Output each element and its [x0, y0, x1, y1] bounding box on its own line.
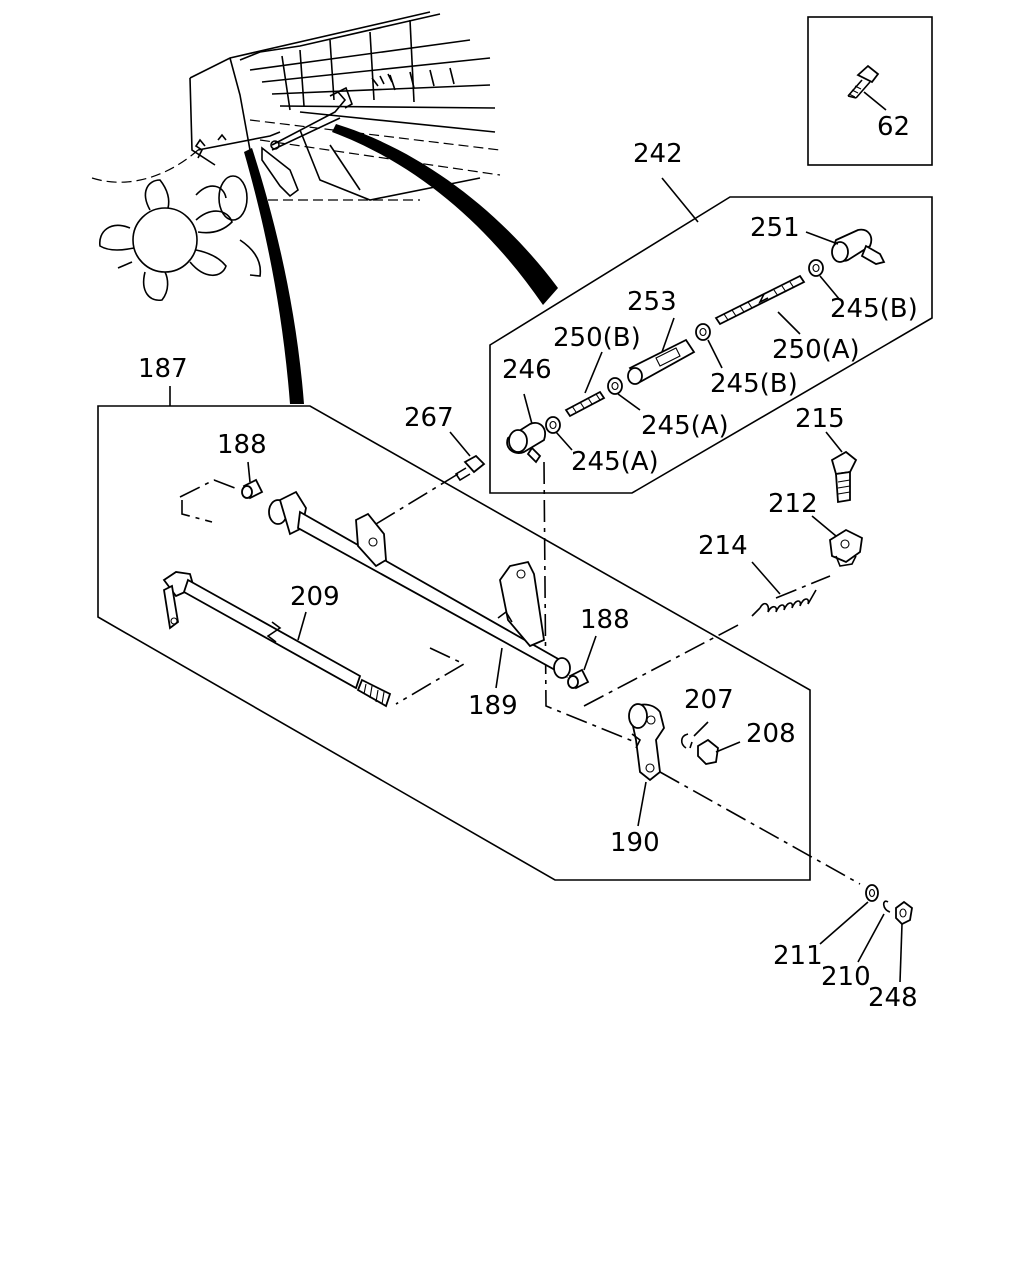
- washer-211-icon: [865, 884, 879, 902]
- assembly-line-246: [543, 461, 641, 745]
- label-245b-mid: 245(B): [710, 369, 798, 399]
- label-211: 211: [773, 941, 823, 971]
- label-267: 267: [404, 403, 454, 433]
- label-214: 214: [698, 531, 748, 561]
- bolt-267-icon: [454, 454, 486, 482]
- label-250a: 250(A): [772, 335, 860, 365]
- threaded-rod-250a-icon: [714, 274, 806, 326]
- label-248: 248: [868, 983, 918, 1013]
- label-207: 207: [684, 685, 734, 715]
- turnbuckle-253-icon: [627, 338, 696, 385]
- nut-208-icon: [697, 738, 719, 765]
- label-209: 209: [290, 582, 340, 612]
- label-212: 212: [768, 489, 818, 519]
- nut-245b-top-icon: [808, 259, 824, 277]
- assembly-line-190-lower: [659, 771, 861, 885]
- label-246: 246: [502, 355, 552, 385]
- label-245a-low: 245(A): [571, 447, 659, 477]
- assembly-line-209-left: [181, 500, 213, 523]
- label-188-top: 188: [217, 430, 267, 460]
- label-188-mid: 188: [580, 605, 630, 635]
- clip-210-icon: [882, 900, 891, 913]
- assembly-line-209: [395, 647, 466, 705]
- label-215: 215: [795, 404, 845, 434]
- nut-245b-mid-icon: [695, 323, 711, 341]
- lever-190-icon: [628, 703, 665, 782]
- bolt-62-icon: [847, 64, 880, 99]
- block-212-icon: [829, 528, 863, 567]
- label-245a-mid: 245(A): [641, 411, 729, 441]
- subassembly-box-242: [489, 177, 933, 494]
- rod-end-246-icon: [506, 422, 546, 464]
- bolt-215-icon: [830, 450, 858, 504]
- label-251: 251: [750, 213, 800, 243]
- subassembly-box-187: [97, 386, 811, 881]
- shaft-189-icon: [268, 490, 571, 679]
- nut-248-icon: [895, 900, 913, 926]
- engine-illustration: [91, 11, 501, 301]
- label-190: 190: [610, 828, 660, 858]
- clip-207-icon: [680, 733, 693, 749]
- assembly-line-188-top: [179, 479, 241, 498]
- nut-245a-low-icon: [545, 416, 561, 434]
- zoom-leader-left: [244, 148, 304, 404]
- label-253: 253: [627, 287, 677, 317]
- label-250b: 250(B): [553, 323, 641, 353]
- label-245b-top: 245(B): [830, 294, 918, 324]
- threaded-rod-250b-icon: [564, 390, 606, 418]
- label-62: 62: [877, 112, 910, 142]
- nut-245a-mid-icon: [607, 377, 623, 395]
- label-208: 208: [746, 719, 796, 749]
- zoom-leader-right: [332, 124, 558, 305]
- inset-box-62: [807, 16, 933, 166]
- label-189: 189: [468, 691, 518, 721]
- label-242: 242: [633, 139, 683, 169]
- assembly-line-267: [375, 473, 459, 525]
- spring-214-icon: [751, 589, 817, 617]
- rod-end-251-icon: [831, 228, 886, 265]
- bushing-188-top-icon: [241, 478, 264, 500]
- rod-209-icon: [162, 571, 392, 708]
- label-210: 210: [821, 962, 871, 992]
- bushing-188-mid-icon: [567, 668, 590, 690]
- label-187: 187: [138, 354, 188, 384]
- assembly-line-214: [583, 575, 831, 707]
